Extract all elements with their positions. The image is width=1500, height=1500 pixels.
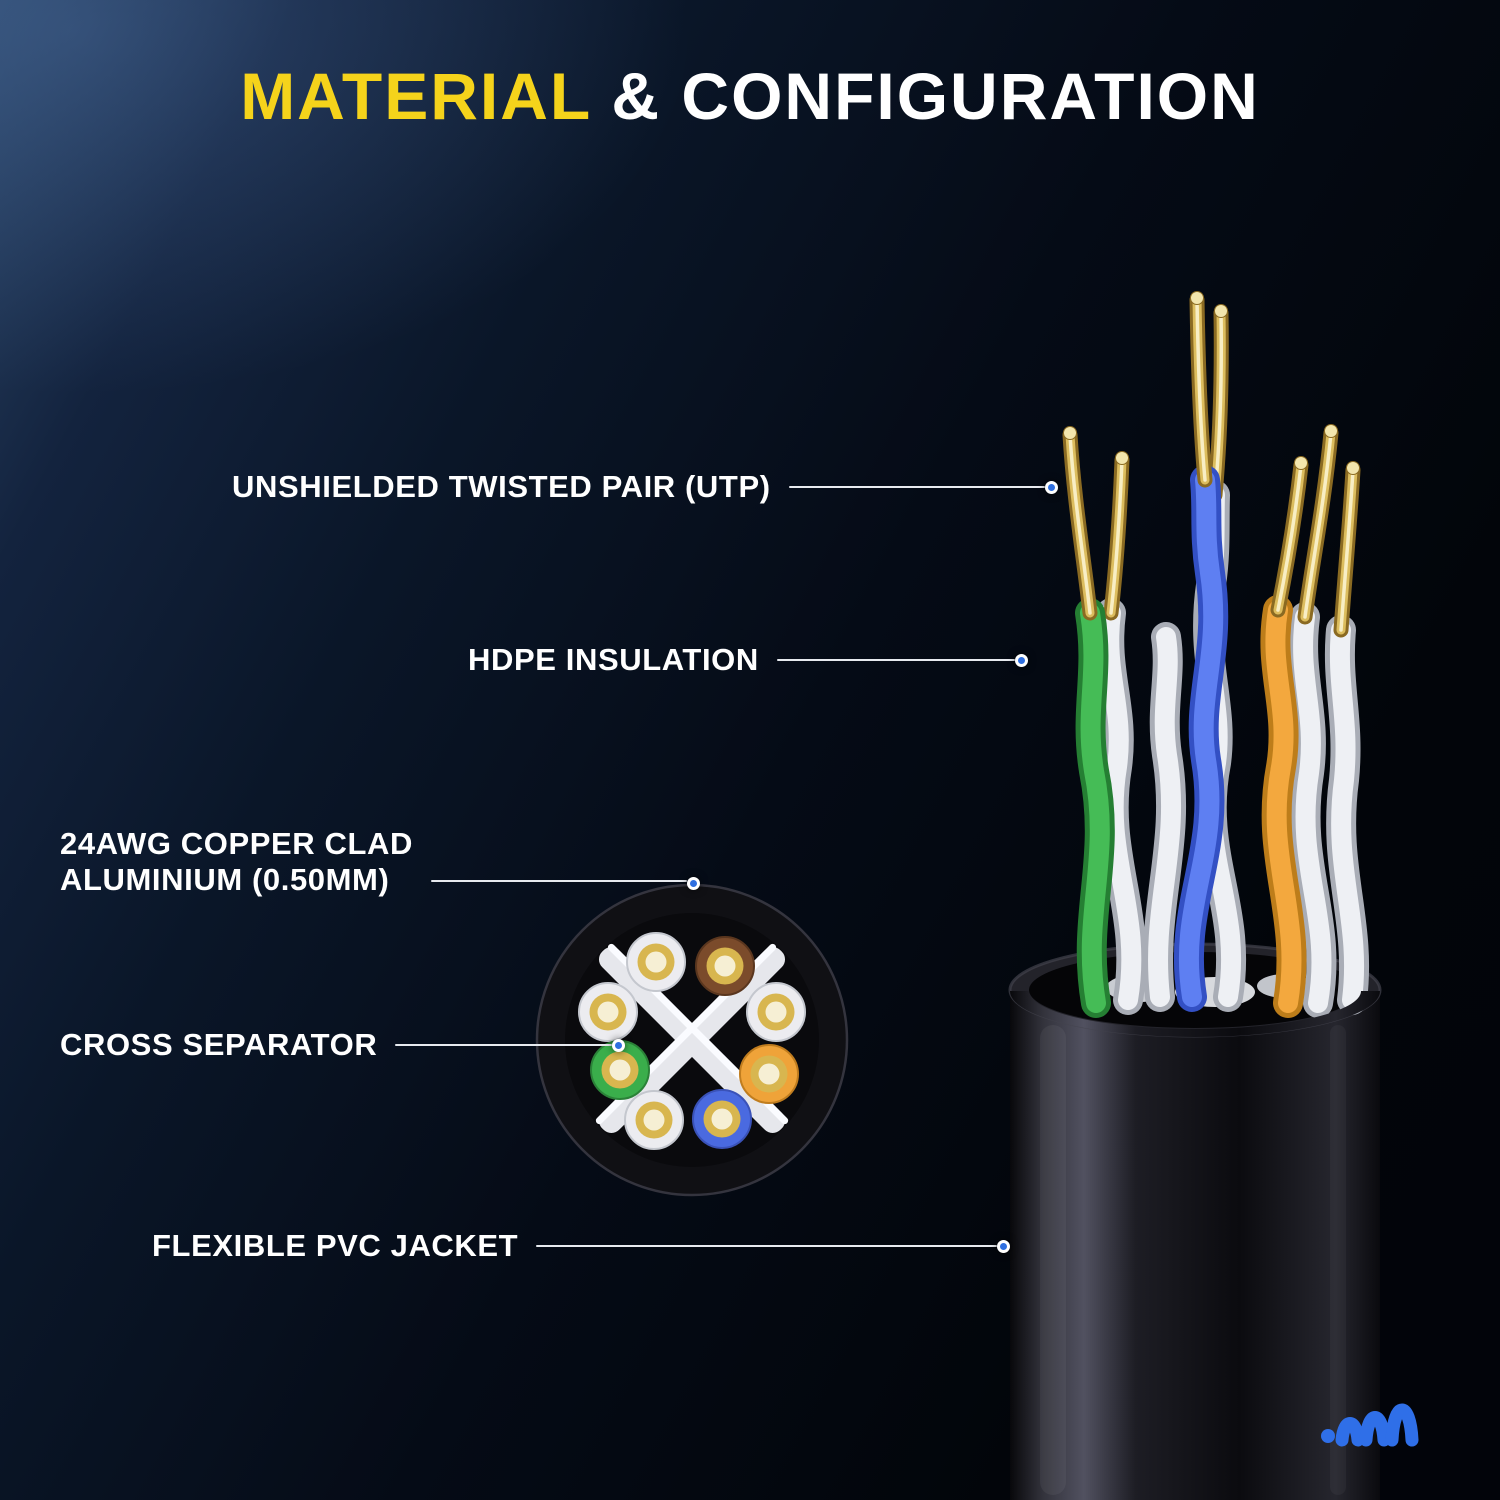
xsec-wire-orange bbox=[739, 1044, 799, 1104]
cable-illustration bbox=[1008, 291, 1382, 1500]
page-title: MATERIAL & CONFIGURATION bbox=[0, 58, 1500, 134]
xsec-wire-white-e bbox=[746, 982, 806, 1042]
label-cross: CROSS SEPARATOR bbox=[60, 1027, 378, 1062]
label-hdpe: HDPE INSULATION bbox=[468, 642, 759, 677]
twisted-pairs bbox=[1062, 291, 1370, 1018]
title-material: MATERIAL bbox=[240, 59, 592, 133]
callout-line-hdpe bbox=[776, 658, 1015, 662]
title-configuration: & CONFIGURATION bbox=[591, 59, 1260, 133]
callout-line-jacket bbox=[536, 1244, 997, 1248]
callout-copper: 24AWG COPPER CLAD ALUMINIUM (0.50MM) bbox=[60, 826, 700, 898]
label-copper: 24AWG COPPER CLAD ALUMINIUM (0.50MM) bbox=[60, 826, 413, 898]
wire-orange bbox=[1260, 456, 1309, 1018]
callout-dot-copper-icon bbox=[687, 877, 700, 890]
label-utp: UNSHIELDED TWISTED PAIR (UTP) bbox=[232, 469, 771, 504]
wave-m-logo-icon bbox=[1321, 1403, 1419, 1447]
wire-blue bbox=[1173, 291, 1229, 1012]
label-copper-line2: ALUMINIUM (0.50MM) bbox=[60, 862, 390, 897]
wire-green bbox=[1062, 426, 1115, 1018]
xsec-wire-blue bbox=[692, 1089, 752, 1149]
xsec-wire-green bbox=[590, 1040, 650, 1100]
callout-dot-cross-icon bbox=[612, 1038, 625, 1052]
callout-jacket: FLEXIBLE PVC JACKET bbox=[152, 1228, 1010, 1264]
callout-dot-utp-icon bbox=[1045, 480, 1058, 494]
xsec-wire-brown bbox=[695, 936, 755, 996]
xsec-wire-white-n bbox=[626, 932, 686, 992]
label-jacket: FLEXIBLE PVC JACKET bbox=[152, 1228, 519, 1263]
xsec-wire-white-s bbox=[624, 1090, 684, 1150]
callout-line-cross bbox=[395, 1043, 612, 1047]
xsec-wire-white-w bbox=[578, 982, 638, 1042]
jacket-front-lip bbox=[1010, 991, 1380, 1037]
label-copper-line1: 24AWG COPPER CLAD bbox=[60, 826, 413, 861]
callout-dot-jacket-icon bbox=[997, 1239, 1010, 1253]
callout-dot-hdpe-icon bbox=[1015, 653, 1028, 667]
callout-line-utp bbox=[788, 485, 1045, 489]
callout-hdpe: HDPE INSULATION bbox=[468, 642, 1028, 678]
callout-cross: CROSS SEPARATOR bbox=[60, 1027, 625, 1063]
cross-section-diagram bbox=[535, 883, 849, 1197]
callout-utp: UNSHIELDED TWISTED PAIR (UTP) bbox=[232, 469, 1058, 505]
callout-line-copper bbox=[430, 879, 687, 882]
